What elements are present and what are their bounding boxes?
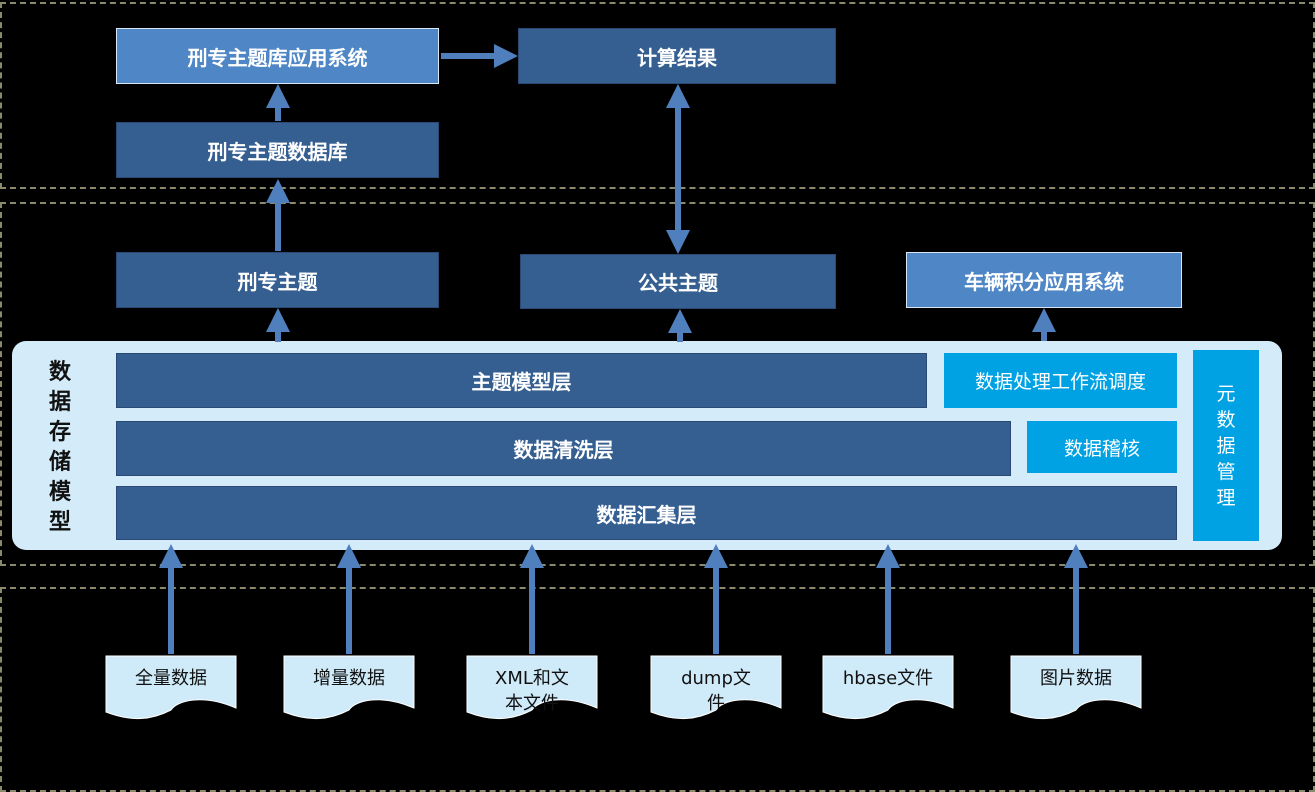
source-document-label: 本文件 [505,693,559,714]
data-collection-layer: 数据汇集层 [116,486,1177,540]
source-document-label: dump文 [681,668,751,689]
source-document-label: 件 [707,693,725,714]
source-document-label: 图片数据 [1040,668,1112,689]
label-char: 存 [48,420,71,445]
zone-sources [0,587,1315,792]
label-char: 数 [48,360,71,385]
zone-storage [0,202,1315,566]
source-document-shape [650,655,782,720]
source-document-label: 增量数据 [313,668,385,689]
meta-char: 数 [1216,408,1236,431]
source-document-label: hbase文件 [843,668,933,689]
source-document-label: 全量数据 [135,668,207,689]
compute-result-box: 计算结果 [518,28,836,84]
data-cleaning-layer: 数据清洗层 [116,421,1011,476]
public-theme-box: 公共主题 [520,254,836,309]
source-document-shape [466,655,598,720]
xingzhuan-app-system-box: 刑专主题库应用系统 [116,28,439,84]
workflow-scheduling-box: 数据处理工作流调度 [944,353,1177,408]
source-document-shape [105,655,237,720]
data-storage-model-label: 数 据 存 储 模 型 [40,358,80,538]
xingzhuan-theme-db-box: 刑专主题数据库 [116,122,439,178]
label-char: 型 [48,510,71,535]
meta-char: 据 [1216,434,1236,457]
source-document-shape [283,655,415,720]
data-audit-box: 数据稽核 [1027,421,1177,473]
label-char: 储 [48,450,71,475]
xingzhuan-theme-box: 刑专主题 [116,252,439,308]
zone-application [0,2,1315,189]
vehicle-points-app-box: 车辆积分应用系统 [906,252,1182,308]
source-document-label: XML和文 [495,668,569,689]
meta-char: 理 [1216,486,1236,509]
label-char: 模 [48,480,71,505]
label-char: 据 [48,390,71,415]
meta-char: 管 [1216,460,1236,483]
meta-char: 元 [1216,382,1236,405]
theme-model-layer: 主题模型层 [116,353,927,408]
metadata-management-box: 元 数 据 管 理 [1193,350,1259,541]
source-document-shape [822,655,954,720]
source-document-shape [1010,655,1142,720]
